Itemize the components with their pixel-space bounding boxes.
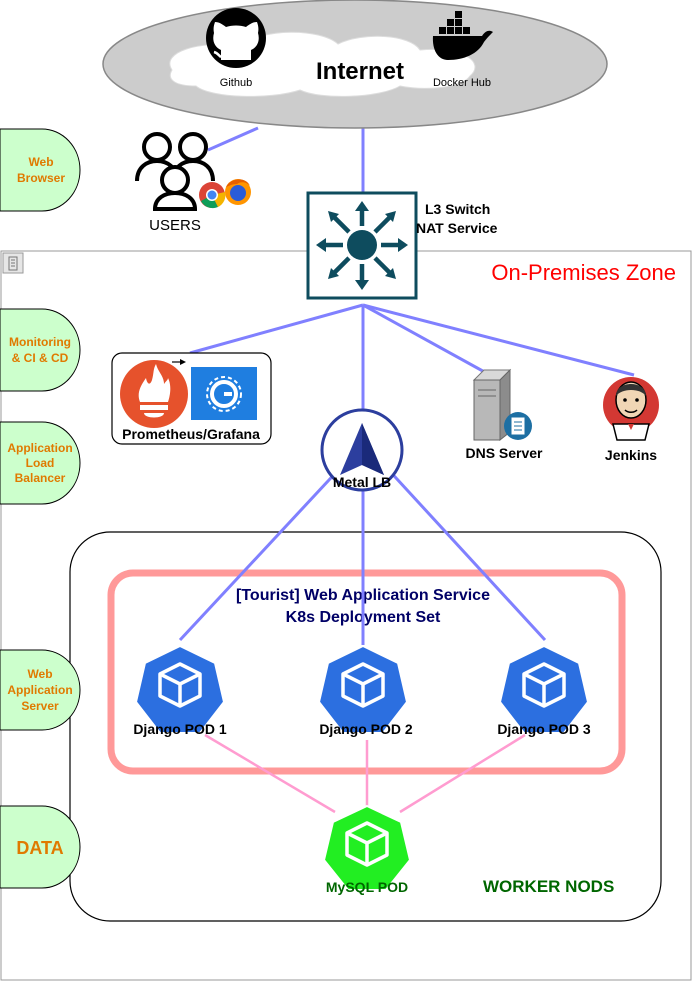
mysql-pod-label: MySQL POD [326,879,408,895]
link-users-internet [207,126,259,152]
side-tab-data-label: DATA [16,838,63,858]
side-tab-alb-line1: Application [7,441,72,455]
switch-label-line1: L3 Switch [425,201,490,217]
side-tab-monitoring-line2: & CI & CD [12,351,69,365]
link-metallb-pod1 [178,464,344,642]
django-pod-1-label: Django POD 1 [133,721,227,737]
l3-switch-icon [306,191,418,300]
chrome-icon [199,182,226,209]
side-tab-web-browser-line2: Browser [17,171,65,185]
link-pod3-mysql [399,733,526,814]
users-label: USERS [149,217,201,234]
side-tab-alb-line2: Load [26,456,55,470]
side-tab-alb-line3: Balancer [15,471,66,485]
side-tab-web-browser-line1: Web [28,155,53,169]
metal-lb-icon [320,408,404,492]
side-tab-monitoring-line1: Monitoring [9,335,71,349]
side-tab-was-line1: Web [27,667,52,681]
side-tab-load-balancer: Application Load Balancer [0,421,81,505]
dockerhub-label: Docker Hub [433,77,491,89]
users-icon [135,132,215,211]
building-icon [2,252,24,274]
grafana-icon [191,367,257,420]
jenkins-icon [603,377,659,441]
side-tab-monitoring: Monitoring & CI & CD [0,308,81,392]
zone-title: On-Premises Zone [491,260,676,285]
side-tab-web-app-server: Web Application Server [0,649,81,731]
docker-icon [432,11,493,60]
django-pod-1-icon [134,644,226,734]
prometheus-icon [120,360,188,428]
monitoring-label: Prometheus/Grafana [122,426,260,442]
jenkins-label: Jenkins [605,447,657,463]
switch-label-line2: NAT Service [416,220,498,236]
metal-lb-label: Metal LB [333,474,391,490]
side-tab-was-line3: Server [21,699,59,713]
link-switch-dns [362,303,491,377]
database-links [204,733,526,814]
django-pod-2-label: Django POD 2 [319,721,413,737]
link-pod1-mysql [204,733,336,814]
django-pod-2-icon [317,644,409,734]
side-tab-web-browser: Web Browser [0,128,81,212]
side-tab-data: DATA [0,805,81,889]
link-switch-jenkins [362,303,635,377]
dns-label: DNS Server [465,445,543,461]
github-label: Github [220,77,252,89]
side-tab-was-line2: Application [7,683,72,697]
django-pod-3-icon [498,644,590,734]
github-icon [206,8,266,68]
worker-node-label: WORKER NODS [483,877,614,896]
django-pod-3-label: Django POD 3 [497,721,591,737]
firefox-icon [225,179,251,205]
dns-server-icon [472,368,532,442]
link-switch-monitoring [189,303,364,355]
internet-title: Internet [316,58,404,85]
link-metallb-pod3 [383,464,547,642]
mysql-pod-icon [322,804,412,891]
